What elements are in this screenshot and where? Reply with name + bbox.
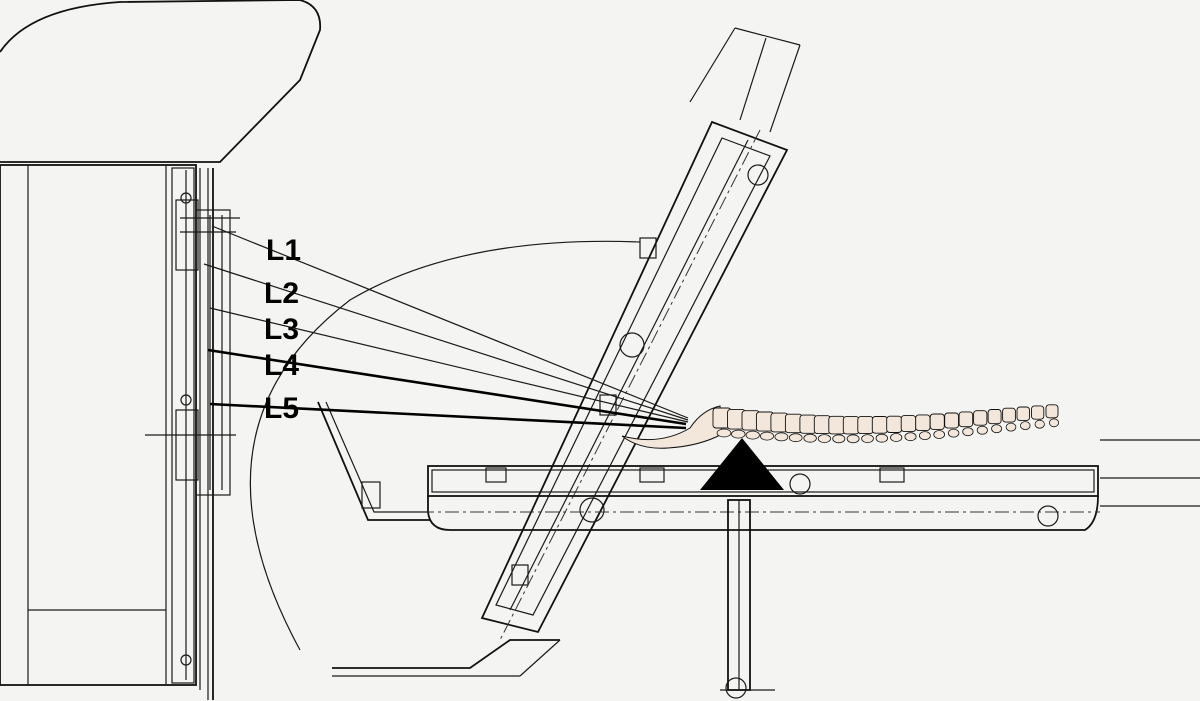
vertebra-shape	[958, 411, 974, 428]
spinous-process-shape	[947, 428, 960, 438]
label-l5: L5	[264, 392, 299, 425]
vertebra-shape	[1002, 407, 1016, 423]
spinous-process-shape	[919, 431, 931, 441]
label-l3: L3	[264, 313, 299, 346]
line-l1	[211, 225, 689, 419]
spinous-process-shape	[716, 428, 732, 438]
treatment-couch	[317, 401, 1200, 699]
vertebra-shape	[871, 416, 888, 434]
spinous-process-shape	[760, 431, 775, 441]
vertebra-shape	[1016, 406, 1030, 422]
spinous-process-shape	[1049, 418, 1060, 428]
spinous-process-shape	[933, 430, 945, 439]
spinous-process-shape	[875, 433, 889, 443]
vertebra-shape	[915, 414, 931, 432]
line-l5	[209, 402, 687, 430]
vertebra-shape	[813, 415, 831, 435]
vertebra-shape	[987, 409, 1002, 425]
line-l3	[209, 307, 689, 423]
spinous-process-shape	[731, 429, 746, 439]
spine-icon	[621, 404, 1060, 449]
vertebra-shape	[886, 415, 903, 433]
spinous-process-shape	[817, 434, 832, 444]
vertebra-shape	[944, 412, 959, 429]
vertebra-shape	[900, 415, 917, 433]
spinous-process-shape	[890, 433, 903, 442]
spinous-process-shape	[1020, 421, 1031, 431]
spinous-process-shape	[1005, 422, 1017, 432]
vertebra-shape	[1031, 405, 1045, 420]
line-l2	[203, 263, 689, 421]
vertebra-shape	[828, 415, 846, 435]
spinous-process-shape	[803, 433, 817, 443]
spinous-process-shape	[745, 430, 760, 440]
measurement-lines	[203, 225, 689, 430]
spinous-process-shape	[861, 434, 874, 444]
vertebra-shape	[842, 416, 860, 435]
label-l4: L4	[264, 349, 299, 382]
spinous-process-shape	[832, 434, 846, 444]
vertebra-shape	[1045, 404, 1059, 419]
vertebra-shape	[973, 410, 988, 426]
spinous-process-shape	[904, 432, 917, 442]
sacrum-shape	[621, 405, 723, 449]
label-l1: L1	[266, 234, 301, 267]
spinous-process-shape	[991, 424, 1002, 434]
spinous-process-shape	[976, 425, 988, 435]
line-l4	[207, 348, 687, 426]
rotated-gantry-arm	[480, 27, 801, 641]
label-l2: L2	[264, 277, 299, 310]
vertebra-shape	[799, 414, 817, 434]
spinous-process-shape	[774, 432, 789, 442]
fulcrum-triangle-icon	[700, 438, 784, 490]
rotation-arc	[249, 240, 641, 651]
spinous-process-shape	[1034, 419, 1045, 429]
spinous-process-shape	[846, 434, 860, 444]
spinous-process-shape	[962, 427, 974, 437]
vertebra-shape	[929, 413, 945, 430]
spinous-process-shape	[788, 433, 803, 443]
vertebra-shape	[857, 416, 874, 435]
